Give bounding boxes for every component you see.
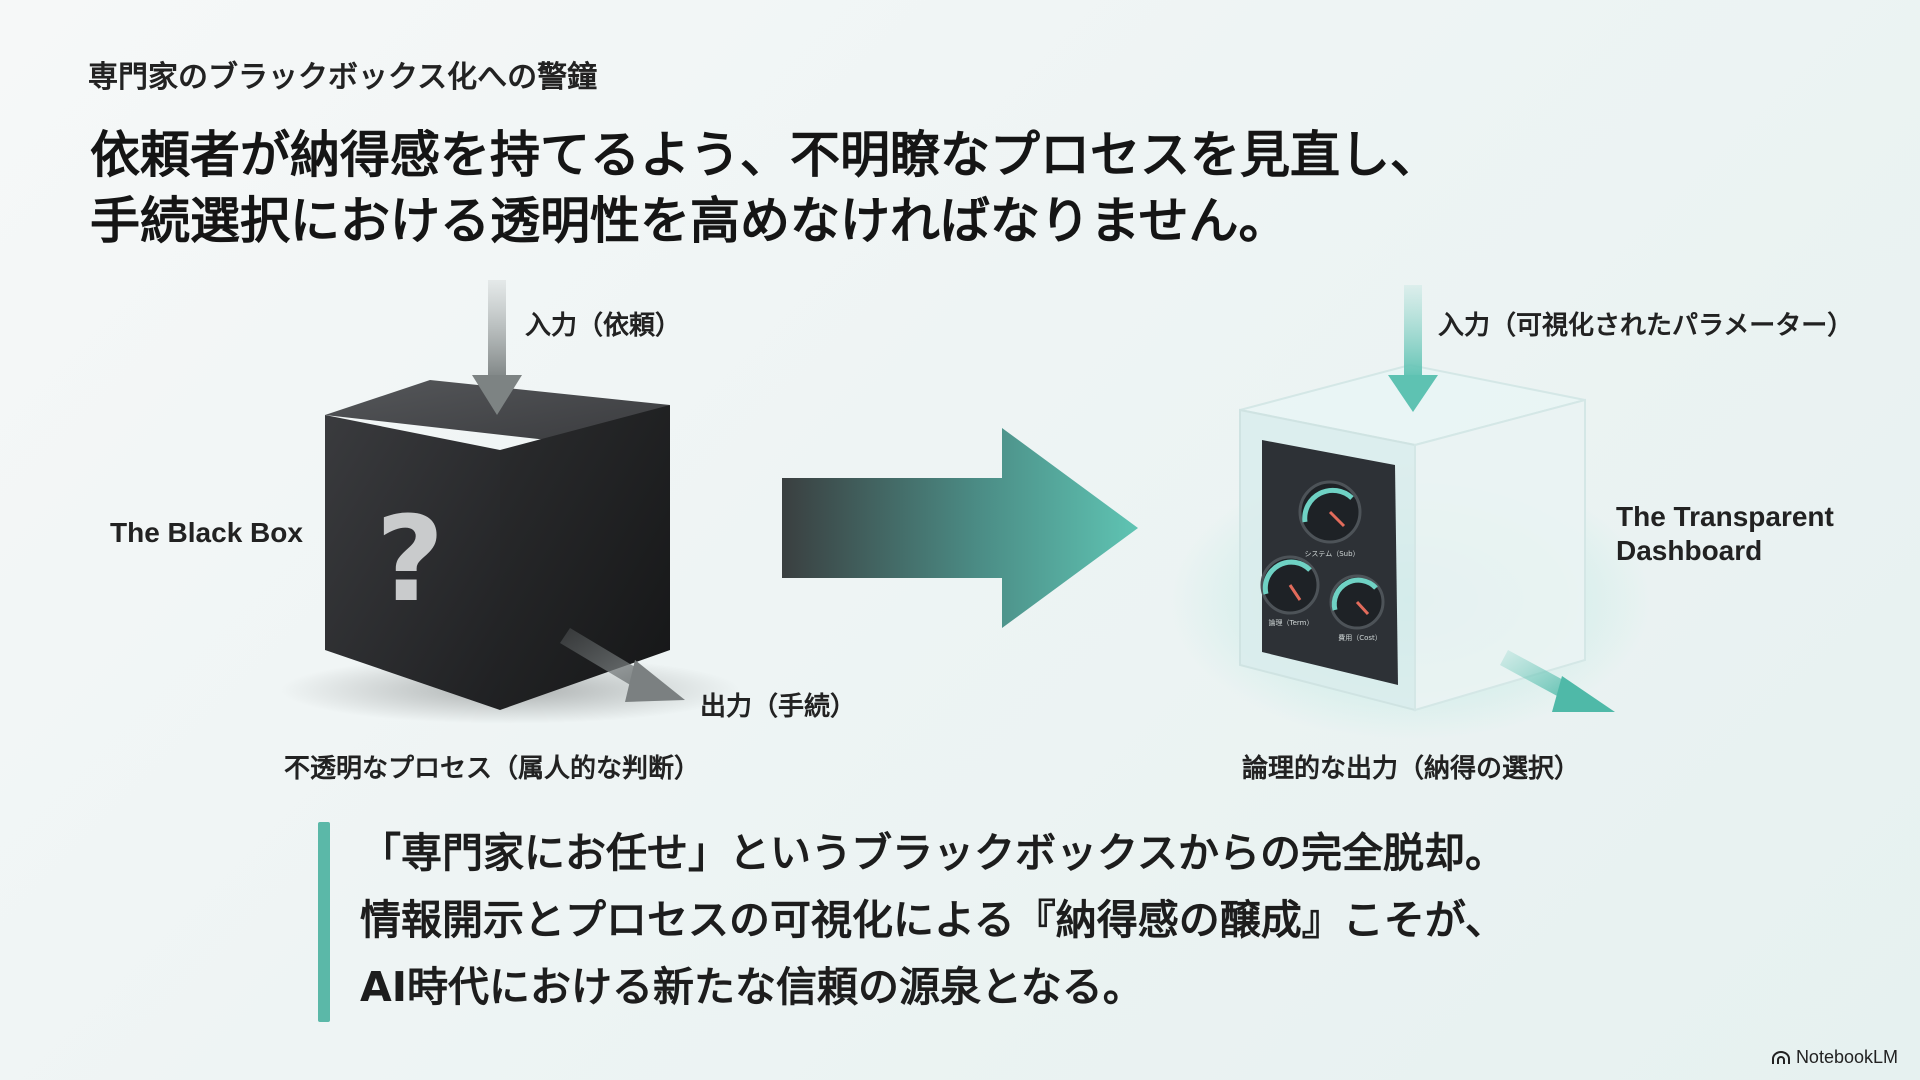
input-arrow-right <box>1388 285 1438 412</box>
quote-line-1: 「専門家にお任せ」というブラックボックスからの完全脱却。 <box>360 829 1506 877</box>
dashboard-panel: システム（Sub） 論理（Term） 費用（Cost） <box>1260 440 1398 685</box>
notebooklm-logo-icon <box>1771 1050 1790 1064</box>
black-box-input-label: 入力（依頼） <box>525 311 682 341</box>
gauge-2-label: 論理（Term） <box>1269 618 1314 627</box>
gauge-2: 論理（Term） <box>1260 555 1320 627</box>
gauge-3-label: 費用（Cost） <box>1338 633 1382 642</box>
input-arrow-left <box>472 280 522 415</box>
black-box-name-label: The Black Box <box>110 517 303 548</box>
section-eyebrow: 専門家のブラックボックス化への警鐘 <box>88 60 598 95</box>
dashboard-caption: 論理的な出力（納得の選択） <box>1242 754 1581 784</box>
quote-line-3: AI時代における新たな信頼の源泉となる。 <box>360 963 1144 1011</box>
headline-line-2: 手続選択における透明性を高めなければなりません。 <box>90 192 1289 250</box>
gauge-1-label: システム（Sub） <box>1304 550 1359 558</box>
brand-watermark: NotebookLM <box>1771 1047 1898 1068</box>
gauge-3: 費用（Cost） <box>1329 574 1385 642</box>
black-box-output-label: 出力（手続） <box>700 692 857 722</box>
gauge-1: システム（Sub） <box>1298 480 1362 558</box>
dashboard-name-label: The Transparent Dashboard <box>1616 500 1834 568</box>
transparent-cube-side-face <box>1414 398 1586 712</box>
output-arrow-left <box>560 628 685 702</box>
headline: 依頼者が納得感を持てるよう、不明瞭なプロセスを見直し、 手続選択における透明性を… <box>90 122 1440 254</box>
output-arrow-right <box>1500 650 1615 712</box>
black-box-caption: 不透明なプロセス（属人的な判断） <box>284 754 701 784</box>
quote-line-2: 情報開示とプロセスの可視化による『納得感の醸成』こそが、 <box>360 896 1506 944</box>
dashboard-input-label: 入力（可視化されたパラメーター） <box>1438 311 1854 341</box>
brand-name: NotebookLM <box>1795 1047 1898 1067</box>
transition-arrow <box>782 428 1138 628</box>
black-box-front-face <box>325 415 500 710</box>
dashboard-name-line-1: The Transparent <box>1616 501 1834 532</box>
headline-line-1: 依頼者が納得感を持てるよう、不明瞭なプロセスを見直し、 <box>90 126 1440 184</box>
conclusion-quote: 「専門家にお任せ」というブラックボックスからの完全脱却。 情報開示とプロセスの可… <box>360 820 1506 1021</box>
black-box-question-mark: ? <box>376 490 444 628</box>
quote-accent-bar <box>318 822 330 1022</box>
black-box-side-face <box>500 405 670 710</box>
dashboard-name-line-2: Dashboard <box>1616 535 1763 566</box>
